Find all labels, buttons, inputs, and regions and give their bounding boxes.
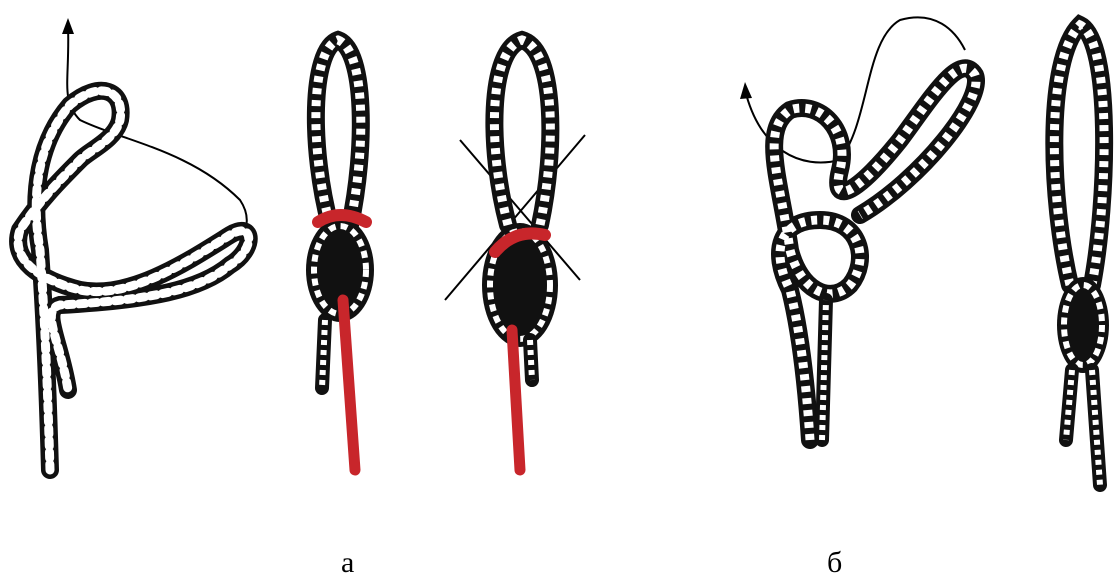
figure-a-step-1 (18, 18, 249, 470)
caption-a: а (341, 548, 354, 578)
figure-b-step-2 (1054, 25, 1109, 485)
arrow-head-icon (740, 82, 752, 99)
working-end (343, 300, 355, 470)
caption-b: б (827, 548, 842, 578)
figure-a-step-3 (445, 40, 585, 470)
figure-b-step-1 (740, 17, 976, 440)
arrow-head-icon (62, 18, 74, 34)
guide-thread (67, 25, 247, 235)
working-end (512, 330, 520, 470)
figure-a-step-2 (306, 40, 374, 470)
